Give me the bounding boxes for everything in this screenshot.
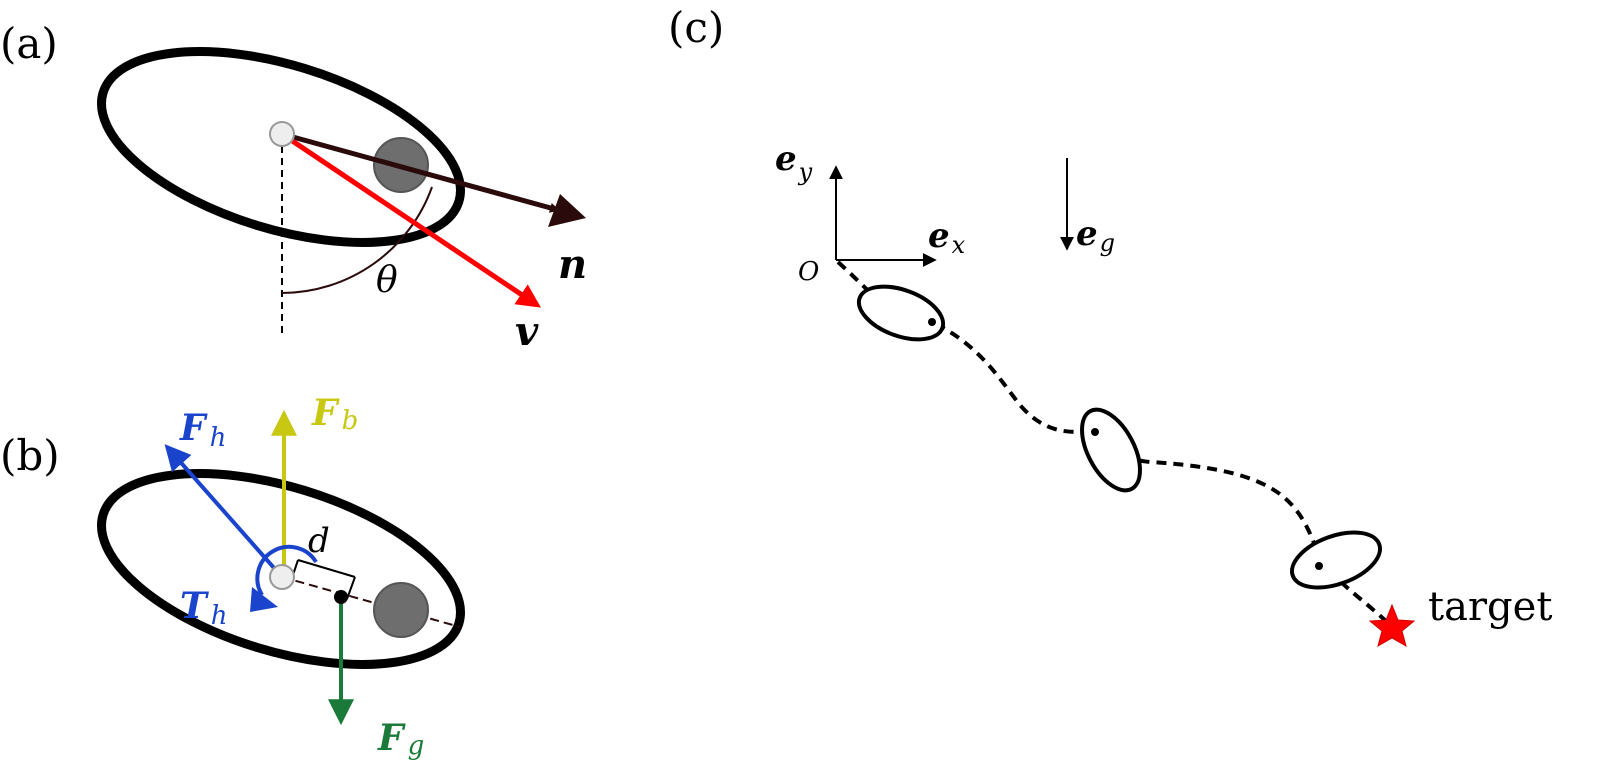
theta-label: θ (376, 260, 398, 301)
v-label: v (515, 308, 539, 355)
snapshot-3-dot (1315, 562, 1323, 570)
snapshot-1-dot (928, 318, 936, 326)
body-snapshot-2 (1080, 407, 1142, 493)
d-label: d (308, 521, 330, 561)
center-point (269, 564, 295, 590)
ey-label: ey (775, 139, 813, 186)
Th-arrowhead (250, 587, 278, 612)
center-point (269, 121, 295, 147)
body-ellipse (97, 469, 465, 669)
snapshot-2-dot (1091, 428, 1099, 436)
ex-label: ex (928, 216, 966, 259)
n-vector (281, 131, 560, 213)
Th-arc (255, 544, 318, 597)
eg-label: eg (1076, 214, 1115, 257)
target-label: target (1428, 584, 1552, 630)
panel-b-label: (b) (0, 431, 60, 480)
panel-a-label: (a) (0, 19, 58, 68)
Fh-vector (164, 444, 284, 579)
n-label: n (558, 241, 587, 288)
mass-circle (373, 582, 429, 638)
body-ellipse (97, 47, 465, 247)
v-vector (280, 131, 541, 308)
body-snapshot-1 (856, 284, 946, 342)
panel-c-label: (c) (668, 3, 724, 52)
n-arrowhead (548, 194, 586, 227)
origin-label: O (798, 257, 819, 287)
target-star-icon (1368, 603, 1416, 648)
theta-arc (281, 186, 433, 294)
axis-line (281, 576, 461, 628)
body-snapshot-3 (1290, 530, 1382, 590)
panel-c: (c) ey ex eg O target (668, 3, 1552, 648)
panel-a: (a) n v θ (0, 19, 587, 355)
centroid-point (334, 590, 348, 604)
